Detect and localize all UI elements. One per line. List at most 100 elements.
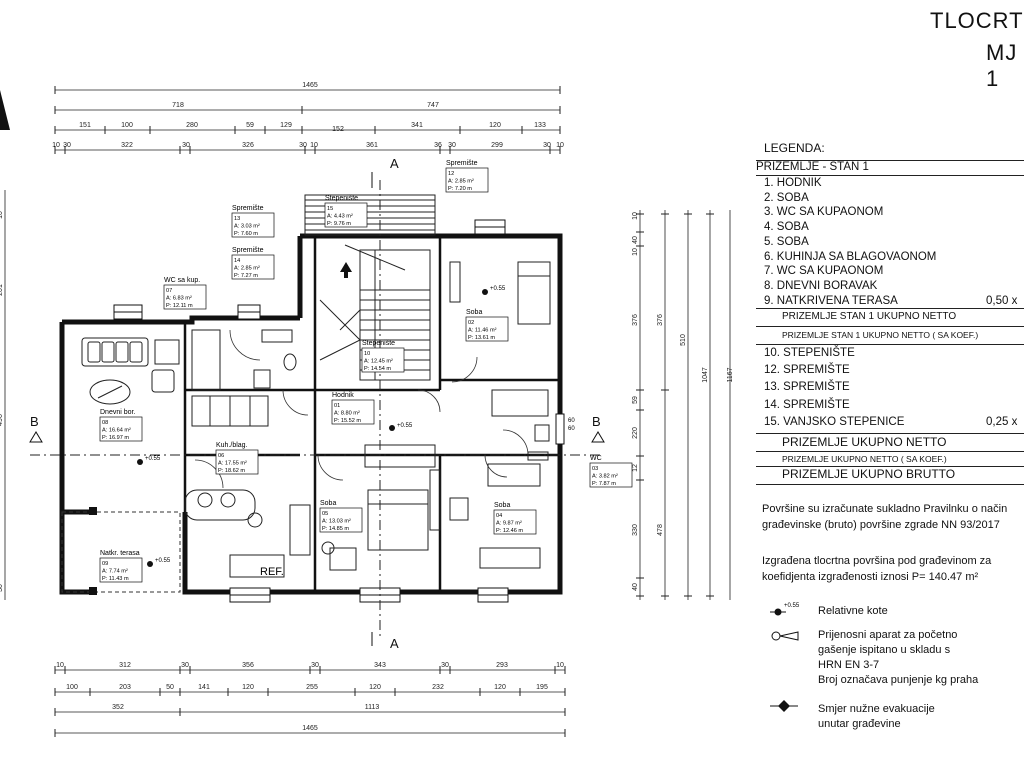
legend-section-1: PRIZEMLJE - STAN 1 <box>756 161 869 173</box>
dim-label: 30 <box>441 662 449 669</box>
dim-label: 330 <box>632 524 639 536</box>
window-dim-label: 60 <box>568 426 575 432</box>
room-perimeter: P: 9.76 m <box>327 221 351 227</box>
legend-item-label: 2. SOBA <box>764 191 809 204</box>
room-number: 09 <box>102 561 108 567</box>
dim-label: 1167 <box>727 367 734 382</box>
room-info-box <box>99 416 143 442</box>
room-name: Dnevni bor. <box>100 409 135 416</box>
section-b-right: B <box>592 414 601 429</box>
bottom-dimension-lines <box>55 669 565 734</box>
top-dimension-lines <box>55 89 560 151</box>
room-number: 14 <box>234 258 240 264</box>
room-info-box <box>589 462 633 488</box>
note-2a: Izgrađena tlocrtna površina pod građevin… <box>762 555 992 567</box>
dim-label: 312 <box>119 662 131 669</box>
room-number: 10 <box>364 351 370 357</box>
dim-label: 10 <box>310 142 318 149</box>
room-perimeter: P: 16.97 m <box>102 435 129 441</box>
level-label: +0.55 <box>145 456 161 462</box>
room-area: A: 2.85 m² <box>448 179 474 185</box>
dim-label: 352 <box>112 704 124 711</box>
dim-label: 255 <box>306 684 318 691</box>
terrace-outline <box>61 511 181 593</box>
room-number: 01 <box>334 403 340 409</box>
note-evac-2: unutar građevine <box>818 718 901 730</box>
room-area: A: 3.03 m² <box>234 224 260 230</box>
legend-item: 7. WC SA KUPAONOM <box>756 265 1024 279</box>
dim-label: 120 <box>489 122 501 129</box>
legend-item-label: 7. WC SA KUPAONOM <box>764 265 884 278</box>
dim-label: 151 <box>79 122 91 129</box>
room-info-box <box>445 167 489 193</box>
level-marks <box>137 289 488 567</box>
dim-label: 10 <box>632 248 639 256</box>
dim-label: 30 <box>311 662 319 669</box>
dim-label: 120 <box>494 684 506 691</box>
room-number: 05 <box>322 511 328 517</box>
room-info-box <box>324 202 368 228</box>
legend-item-label: 12. SPREMIŠTE <box>764 364 850 377</box>
room-info-box <box>163 284 207 310</box>
room-number: 12 <box>448 171 454 177</box>
dim-label: 203 <box>119 684 131 691</box>
room-label: Dnevni bor.08A: 16.64 m²P: 16.97 m <box>99 409 143 442</box>
note-level: Relativne kote <box>818 605 888 617</box>
legend-item-label: 14. SPREMIŠTE <box>764 398 850 411</box>
legend-rule <box>756 344 1024 345</box>
legend-total-1: PRIZEMLJE UKUPNO NETTO <box>782 435 947 449</box>
room-perimeter: P: 7.20 m <box>448 186 472 192</box>
dim-label: 12 <box>632 464 639 472</box>
dim-label: 478 <box>657 524 664 536</box>
dim-label: 10 <box>56 662 64 669</box>
dim-label: 141 <box>198 684 210 691</box>
note-1b: građevinske (bruto) površine zgrade NN 9… <box>762 519 1000 531</box>
room-name: Natkr. terasa <box>100 550 140 557</box>
dim-label: 152 <box>332 126 344 133</box>
legend-item-label: 4. SOBA <box>764 221 809 234</box>
room-name: WC <box>590 455 602 462</box>
note-fire-1: Prijenosni aparat za početno <box>818 629 958 641</box>
note-evac-1: Smjer nužne evakuacije <box>818 703 935 715</box>
dim-label: 100 <box>121 122 133 129</box>
section-a-bottom: A <box>390 636 399 651</box>
dim-label: 496 <box>0 414 4 426</box>
room-area: A: 6.83 m² <box>166 296 192 302</box>
room-number: 03 <box>592 466 598 472</box>
room-info-box <box>361 347 405 373</box>
room-label: WC sa kup.07A: 6.83 m²P: 12.11 m <box>163 277 207 310</box>
room-perimeter: P: 7.60 m <box>234 231 258 237</box>
room-number: 06 <box>218 453 224 459</box>
legend-item: 3. WC SA KUPAONOM <box>756 206 1024 220</box>
dim-label: 30 <box>448 142 456 149</box>
legend-item-factor: 0,50 x <box>986 294 1018 307</box>
room-name: Soba <box>494 502 510 509</box>
dim-label: 30 <box>0 584 4 592</box>
section-b-right-icon <box>591 431 605 443</box>
room-area: A: 4.43 m² <box>327 214 353 220</box>
right-dimension-lines <box>4 190 711 600</box>
legend-item-label: 5. SOBA <box>764 235 809 248</box>
room-name: Stepenište <box>362 340 395 347</box>
legend-item-label: 13. SPREMIŠTE <box>764 381 850 394</box>
room-perimeter: P: 7.87 m <box>592 481 616 487</box>
room-number: 08 <box>102 420 108 426</box>
note-2b: koefidjenta izgrađenosti iznosi P= 140.4… <box>762 571 979 583</box>
dim-label: 341 <box>411 122 423 129</box>
legend-heading: LEGENDA: <box>764 141 825 155</box>
legend-total-3: PRIZEMLJE UKUPNO BRUTTO <box>782 467 956 481</box>
dim-label: 10 <box>556 142 564 149</box>
legend-subtotal-2: PRIZEMLJE STAN 1 UKUPNO NETTO ( SA KOEF.… <box>782 330 979 340</box>
dim-label: 129 <box>280 122 292 129</box>
dim-label: 1465 <box>302 725 318 732</box>
room-perimeter: P: 18.62 m <box>218 468 245 474</box>
right-ticks <box>636 213 714 597</box>
